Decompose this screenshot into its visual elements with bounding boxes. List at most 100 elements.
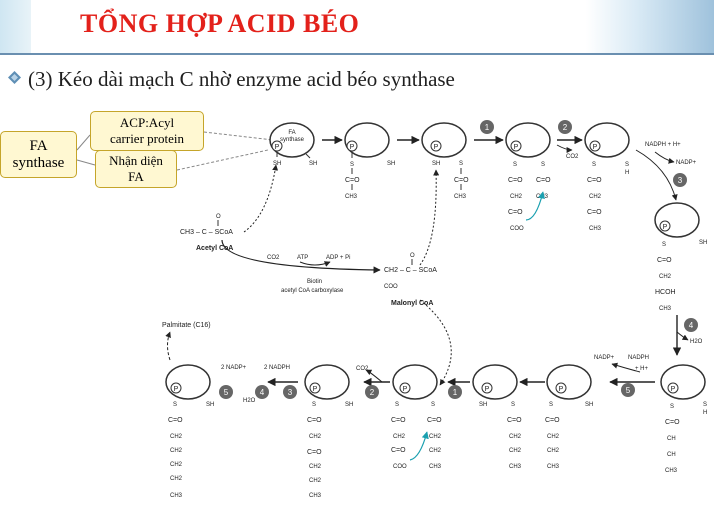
svg-text:SH: SH [585, 402, 593, 408]
step-badge-right-3: 3 [673, 173, 687, 187]
svg-text:5: 5 [224, 388, 229, 397]
svg-text:C=O: C=O [168, 417, 183, 424]
step-badge-top-1: 1 [480, 120, 494, 134]
svg-text:SH: SH [479, 402, 487, 408]
svg-text:4: 4 [689, 321, 694, 330]
svg-text:P: P [403, 386, 408, 393]
header-rule [0, 53, 714, 55]
svg-text:SH: SH [387, 161, 395, 167]
palmitate-label: Palmitate (C16) [162, 322, 211, 329]
svg-text:S: S [703, 402, 707, 408]
svg-text:SH: SH [273, 161, 281, 167]
svg-text:P: P [663, 224, 668, 231]
svg-text:2: 2 [370, 388, 375, 397]
svg-text:CH2: CH2 [170, 434, 183, 440]
svg-text:synthase: synthase [280, 137, 305, 143]
nadp-label-bottom: NADP+ [594, 355, 615, 361]
svg-text:C=O: C=O [507, 417, 522, 424]
step-badge-bottom-5b: 5 [219, 385, 233, 399]
adp-pi-label: ADP + Pi [326, 255, 350, 261]
svg-text:S: S [592, 162, 596, 168]
step-badge-bottom-4: 4 [255, 385, 269, 399]
enzyme-10: P S C=O CH2 C=O COO S C=O CH2 CH2 CH3 [391, 364, 442, 470]
step-badge-right-4: 4 [684, 318, 698, 332]
svg-text:S: S [511, 402, 515, 408]
svg-text:CH3: CH3 [170, 493, 183, 499]
svg-text:C=O: C=O [665, 419, 680, 426]
svg-text:CH2: CH2 [510, 194, 523, 200]
svg-text:P: P [514, 144, 519, 151]
svg-text:S: S [312, 402, 316, 408]
biotin-label: Biotin [307, 279, 322, 285]
svg-text:CH2: CH2 [309, 478, 322, 484]
svg-text:HCOH: HCOH [655, 289, 676, 296]
svg-text:CH3: CH3 [454, 194, 467, 200]
slide-title: TỔNG HỢP ACID BÉO [80, 9, 360, 38]
acp-callout: ACP:Acyl carrier protein [90, 111, 204, 151]
svg-text:C=O: C=O [536, 177, 551, 184]
enzyme-9: P SH S C=O CH2 CH2 CH3 [472, 364, 522, 470]
slide-subtitle: (3) Kéo dài mạch C nhờ enzyme acid béo s… [28, 67, 455, 91]
plus-h-label: + H+ [635, 366, 649, 372]
svg-text:C=O: C=O [391, 447, 406, 454]
svg-text:2: 2 [563, 123, 568, 132]
svg-text:P: P [350, 144, 355, 151]
enzyme-12: P S C=O CH2 CH2 CH2 CH2 CH3 SH [165, 364, 214, 499]
svg-text:S: S [395, 402, 399, 408]
enzyme-label-1: FA [288, 130, 295, 136]
svg-text:CH3: CH3 [429, 464, 442, 470]
acetyl-coa-name: Acetyl CoA [196, 245, 233, 252]
nhan-dien-line-2: FA [128, 169, 144, 184]
svg-text:1: 1 [453, 388, 458, 397]
nhan-dien-line-1: Nhận diện [109, 153, 163, 168]
nadp-label-top: NADP+ [676, 160, 697, 166]
nhan-dien-callout: Nhận diện FA [95, 150, 177, 188]
svg-text:3: 3 [288, 388, 293, 397]
enzyme-4: P S C=O CH2 C=O COO S C=O CH3 [505, 122, 551, 232]
svg-text:P: P [174, 386, 179, 393]
malonyl-coa-o: O [410, 253, 415, 259]
h2o-label-right: H2O [690, 339, 703, 345]
svg-text:CH2: CH2 [429, 448, 442, 454]
svg-text:CH: CH [667, 452, 676, 458]
svg-text:CH3: CH3 [509, 464, 522, 470]
svg-text:S: S [513, 162, 517, 168]
svg-text:S: S [431, 402, 435, 408]
svg-text:SH: SH [206, 402, 214, 408]
svg-text:S: S [541, 162, 545, 168]
svg-text:4: 4 [260, 388, 265, 397]
callout-connectors [76, 131, 274, 171]
step-badge-bottom-5a: 5 [621, 383, 635, 397]
svg-text:H: H [703, 410, 707, 416]
svg-text:CH2: CH2 [309, 434, 322, 440]
h2o-label-bottom: H2O [243, 398, 256, 404]
atp-label: ATP [297, 255, 308, 261]
svg-text:CH2: CH2 [547, 448, 560, 454]
co2-label-bottom: CO2 [356, 366, 369, 372]
svg-text:CH2: CH2 [509, 448, 522, 454]
svg-text:5: 5 [626, 386, 631, 395]
svg-text:SH: SH [699, 240, 707, 246]
svg-text:CH3: CH3 [665, 468, 678, 474]
svg-text:P: P [313, 386, 318, 393]
co2-label-carboxylase: CO2 [267, 255, 280, 261]
svg-text:3: 3 [678, 176, 683, 185]
malonyl-coa-coo: COO [384, 284, 398, 290]
svg-text:C=O: C=O [307, 449, 322, 456]
svg-text:P: P [434, 144, 439, 151]
svg-text:CH2: CH2 [429, 434, 442, 440]
enzyme-1: FA synthase P SH SH [269, 122, 317, 167]
svg-text:S: S [670, 404, 674, 410]
co2-label-top: CO2 [566, 154, 579, 160]
header-decoration [586, 0, 714, 54]
svg-text:S: S [459, 161, 463, 167]
svg-text:P: P [593, 144, 598, 151]
svg-text:SH: SH [309, 161, 317, 167]
svg-text:CH3: CH3 [309, 493, 322, 499]
malonyl-coa-name: Malonyl CoA [391, 300, 433, 307]
enzyme-5: P S C=O CH2 C=O CH3 S H [584, 122, 630, 232]
acp-line-1: ACP:Acyl [119, 115, 175, 130]
svg-text:C=O: C=O [427, 417, 442, 424]
nadph-label-top: NADPH + H+ [645, 142, 681, 148]
